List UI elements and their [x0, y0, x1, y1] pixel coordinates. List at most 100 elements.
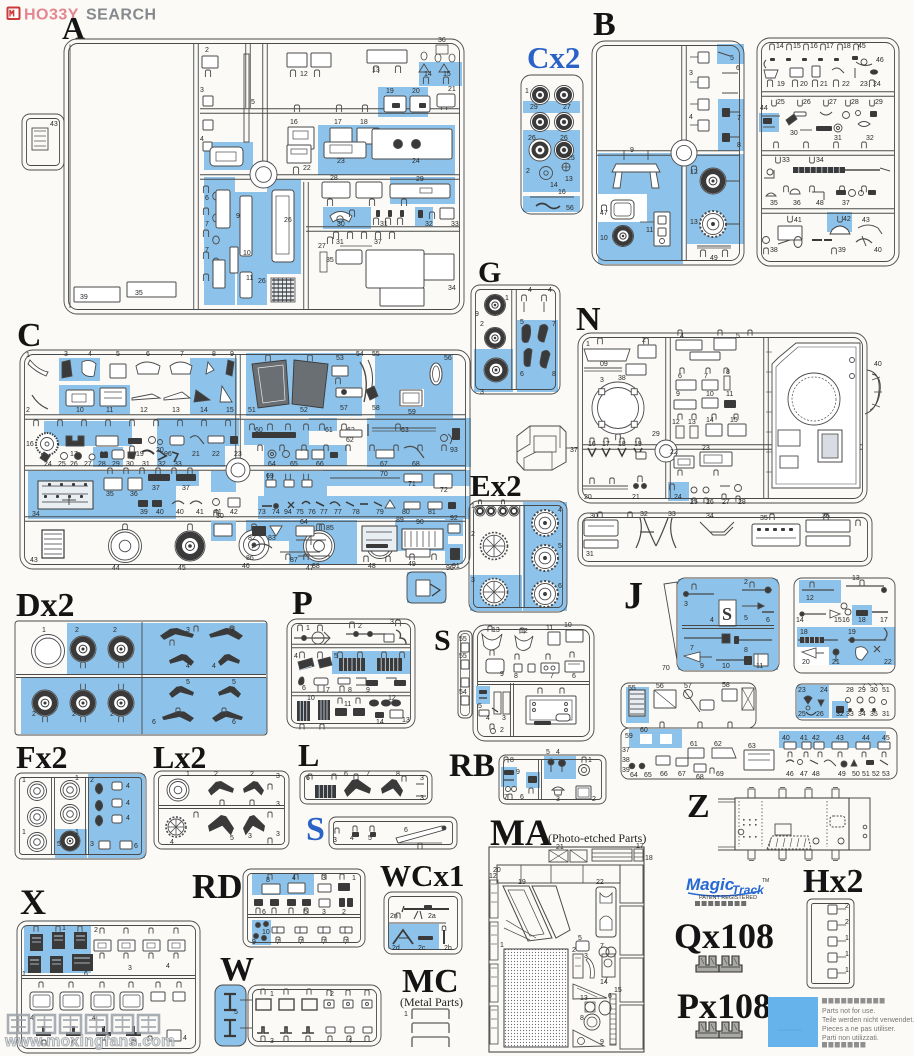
svg-text:7: 7 [550, 673, 554, 680]
svg-text:23: 23 [798, 687, 806, 694]
svg-text:5: 5 [520, 319, 524, 326]
svg-text:Px108: Px108 [677, 986, 771, 1026]
svg-text:2: 2 [32, 711, 36, 718]
svg-text:5: 5 [478, 703, 482, 710]
svg-text:22: 22 [212, 451, 220, 458]
svg-text:39: 39 [80, 294, 88, 301]
svg-text:15: 15 [226, 407, 234, 414]
svg-text:26: 26 [706, 499, 714, 506]
svg-text:5: 5 [116, 351, 120, 358]
svg-text:8: 8 [510, 757, 514, 764]
svg-text:1: 1 [845, 951, 849, 958]
svg-text:2: 2 [342, 909, 346, 916]
svg-text:56: 56 [444, 355, 452, 362]
svg-text:13: 13 [580, 995, 588, 1002]
svg-text:54: 54 [459, 689, 467, 696]
svg-text:12: 12 [489, 873, 497, 880]
svg-text:S: S [434, 624, 451, 657]
svg-text:29: 29 [112, 461, 120, 468]
svg-text:20: 20 [412, 88, 420, 95]
svg-text:2: 2 [330, 991, 334, 998]
svg-text:1: 1 [586, 341, 590, 348]
svg-text:5: 5 [578, 935, 582, 942]
svg-text:33: 33 [174, 461, 182, 468]
svg-text:1: 1 [500, 942, 504, 949]
svg-text:MA: MA [490, 813, 552, 854]
svg-text:91: 91 [452, 563, 460, 570]
svg-text:1: 1 [588, 757, 592, 764]
svg-text:2: 2 [471, 531, 475, 538]
svg-text:77: 77 [320, 509, 328, 516]
svg-text:14: 14 [796, 617, 804, 624]
svg-text:37: 37 [182, 485, 190, 492]
svg-text:3: 3 [276, 773, 280, 780]
svg-text:44: 44 [862, 735, 870, 742]
svg-text:3: 3 [128, 965, 132, 972]
svg-text:18: 18 [800, 629, 808, 636]
svg-text:48: 48 [816, 200, 824, 207]
svg-text:87: 87 [290, 557, 298, 564]
svg-text:7: 7 [276, 939, 280, 946]
svg-text:36: 36 [822, 513, 830, 520]
svg-text:Magic: Magic [686, 875, 735, 894]
svg-text:67: 67 [380, 461, 388, 468]
svg-text:58: 58 [722, 682, 730, 689]
svg-text:7: 7 [322, 939, 326, 946]
svg-text:3: 3 [64, 351, 68, 358]
svg-text:35: 35 [870, 711, 878, 718]
svg-text:19: 19 [386, 88, 394, 95]
svg-text:55: 55 [459, 636, 467, 643]
svg-text:2: 2 [526, 168, 530, 175]
svg-text:6: 6 [736, 65, 740, 72]
svg-text:54: 54 [356, 351, 364, 358]
svg-text:30: 30 [126, 461, 134, 468]
svg-text:51: 51 [248, 407, 256, 414]
svg-text:57: 57 [684, 683, 692, 690]
svg-text:81: 81 [428, 509, 436, 516]
svg-text:61: 61 [325, 427, 333, 434]
svg-text:(Metal Parts): (Metal Parts) [400, 995, 463, 1009]
svg-text:3: 3 [90, 841, 94, 848]
svg-text:12: 12 [388, 695, 396, 702]
svg-text:(Photo-etched Parts): (Photo-etched Parts) [548, 831, 646, 845]
svg-text:1: 1 [352, 875, 356, 882]
svg-text:5: 5 [744, 615, 748, 622]
svg-text:3: 3 [420, 775, 424, 782]
svg-text:68: 68 [412, 461, 420, 468]
svg-text:6: 6 [404, 827, 408, 834]
svg-text:4: 4 [294, 653, 298, 660]
svg-text:32: 32 [158, 461, 166, 468]
svg-text:2b: 2b [444, 945, 452, 952]
svg-text:37: 37 [374, 239, 382, 246]
svg-text:40: 40 [156, 509, 164, 516]
svg-text:18: 18 [843, 43, 851, 50]
svg-text:77: 77 [334, 509, 342, 516]
svg-text:6: 6 [678, 373, 682, 380]
svg-text:85: 85 [326, 525, 334, 532]
svg-text:13: 13 [852, 575, 860, 582]
svg-text:16: 16 [588, 441, 596, 448]
svg-text:7: 7 [704, 373, 708, 380]
svg-text:33: 33 [846, 711, 854, 718]
svg-text:17: 17 [602, 441, 610, 448]
svg-text:TM: TM [762, 878, 769, 884]
svg-text:6: 6 [572, 673, 576, 680]
svg-text:38: 38 [622, 757, 630, 764]
svg-text:30: 30 [590, 513, 598, 520]
svg-text:4: 4 [88, 351, 92, 358]
svg-text:13: 13 [372, 67, 380, 74]
svg-text:6: 6 [262, 909, 266, 916]
svg-text:4: 4 [186, 663, 190, 670]
svg-text:10: 10 [722, 663, 730, 670]
svg-text:12: 12 [690, 169, 698, 176]
svg-text:55: 55 [628, 685, 636, 692]
svg-text:10: 10 [564, 622, 572, 629]
svg-text:3: 3 [200, 87, 204, 94]
svg-text:2: 2 [72, 711, 76, 718]
svg-text:4: 4 [528, 287, 532, 294]
svg-text:4: 4 [486, 715, 490, 722]
svg-text:10: 10 [307, 695, 315, 702]
svg-text:30: 30 [790, 130, 798, 137]
svg-text:3: 3 [276, 831, 280, 838]
svg-text:29: 29 [875, 99, 883, 106]
